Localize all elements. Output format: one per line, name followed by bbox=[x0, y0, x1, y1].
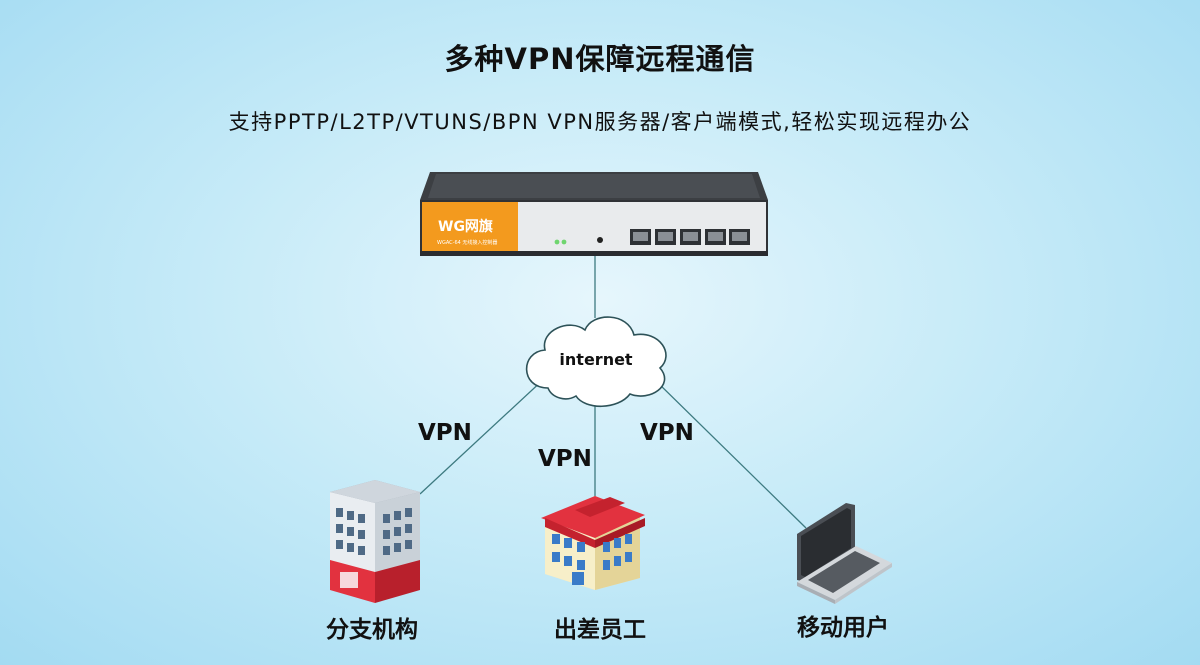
connection-lines bbox=[419, 256, 807, 529]
diagram-subtitle: 支持PPTP/L2TP/VTUNS/BPN VPN服务器/客户端模式,轻松实现远… bbox=[228, 110, 972, 134]
office-building-icon bbox=[330, 480, 420, 603]
node-label-mobile: 移动用户 bbox=[797, 615, 889, 641]
node-label-branch: 分支机构 bbox=[326, 617, 418, 643]
diagram-title: 多种VPN保障远程通信 bbox=[444, 42, 756, 76]
node-label-employee: 出差员工 bbox=[554, 617, 646, 643]
cloud-to-branch-line bbox=[419, 377, 546, 495]
laptop-icon bbox=[797, 503, 892, 604]
router-device-icon: WG网旗 WGAC-64 无线接入控制器 bbox=[420, 172, 768, 256]
vpn-label-mobile: VPN bbox=[640, 420, 694, 446]
router-model: WGAC-64 无线接入控制器 bbox=[437, 239, 497, 246]
router-brand: WG网旗 bbox=[438, 218, 493, 235]
vpn-label-employee: VPN bbox=[538, 446, 592, 472]
hotel-building-icon bbox=[541, 496, 645, 590]
internet-cloud-icon bbox=[525, 316, 667, 407]
cloud-label: internet bbox=[559, 350, 633, 369]
vpn-label-branch: VPN bbox=[418, 420, 472, 446]
cloud-to-mobile-line bbox=[654, 379, 807, 529]
